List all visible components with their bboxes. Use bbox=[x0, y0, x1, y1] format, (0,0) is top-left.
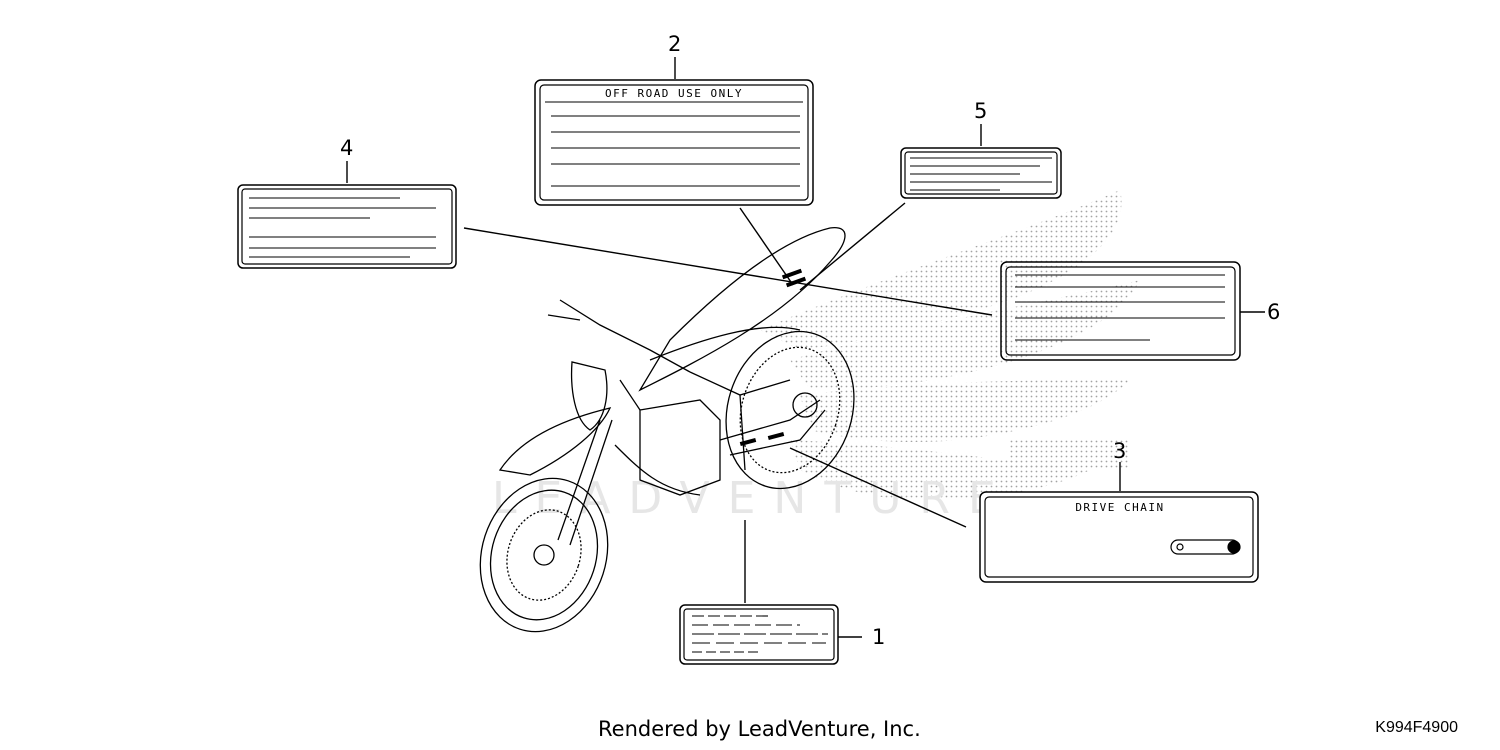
label-4[interactable] bbox=[237, 184, 457, 269]
motorcycle bbox=[479, 227, 855, 633]
label-5[interactable] bbox=[900, 147, 1062, 199]
callout-5: 5 bbox=[974, 99, 987, 123]
callout-6: 6 bbox=[1267, 300, 1280, 324]
label-1-text-lines bbox=[692, 615, 828, 653]
wing-logo bbox=[760, 190, 1140, 500]
callout-1: 1 bbox=[872, 625, 885, 649]
label-4-text-lines bbox=[249, 197, 436, 258]
label-2-text-lines bbox=[545, 101, 803, 187]
label-6-text-lines bbox=[1015, 274, 1225, 341]
label-3-caption: DRIVE CHAIN bbox=[1075, 501, 1164, 514]
label-1[interactable] bbox=[679, 604, 839, 665]
decal-marks bbox=[739, 268, 807, 447]
diagram-code: K994F4900 bbox=[1375, 719, 1458, 736]
label-5-text-lines bbox=[910, 157, 1052, 191]
label-3[interactable]: DRIVE CHAIN bbox=[979, 491, 1259, 583]
label-2-caption: OFF ROAD USE ONLY bbox=[605, 87, 743, 100]
footer-credit: Rendered by LeadVenture, Inc. bbox=[598, 717, 921, 741]
label-6[interactable] bbox=[1000, 261, 1241, 361]
leader-lines bbox=[346, 57, 1265, 638]
callout-3: 3 bbox=[1113, 439, 1126, 463]
callout-4: 4 bbox=[340, 136, 353, 160]
chain-icon bbox=[1170, 539, 1241, 555]
callout-2: 2 bbox=[668, 32, 681, 56]
label-2[interactable]: OFF ROAD USE ONLY bbox=[534, 79, 814, 206]
